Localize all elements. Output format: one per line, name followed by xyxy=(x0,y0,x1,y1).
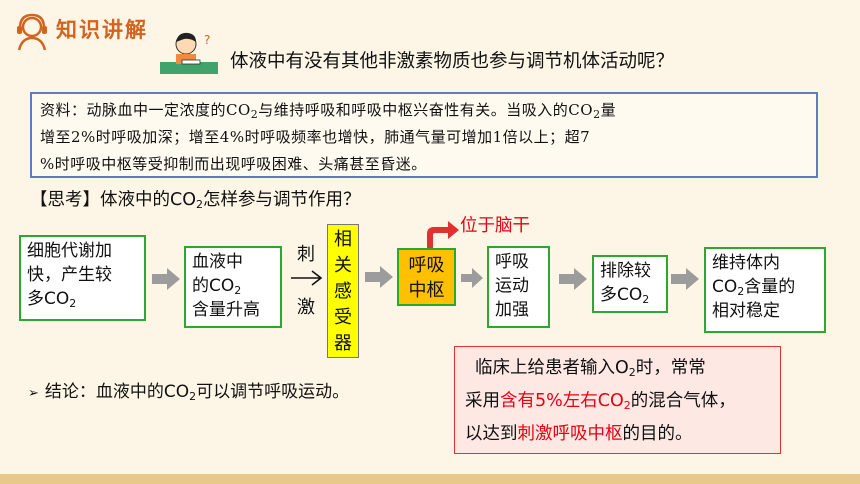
stimulate-char-1: 刺 xyxy=(297,244,315,265)
brainstem-note: 位于脑干 xyxy=(460,216,530,236)
clinical-note-box: 临床上给患者输入O2时，常常 采用含有5%左右CO2的混合气体， 以达到刺激呼吸… xyxy=(454,346,781,454)
arrow-icon xyxy=(559,268,587,290)
clinical-line-3: 以达到刺激呼吸中枢的目的。 xyxy=(465,424,693,444)
flow-box-stability: 维持体内 CO2含量的 相对稳定 xyxy=(704,247,826,333)
page-title: 知识讲解 xyxy=(56,17,148,42)
material-line-2: 增至2%时呼吸加深；增至4%时呼吸频率也增快，肺通气量可增加1倍以上；超7 xyxy=(40,128,591,146)
material-box: 资料：动脉血中一定浓度的CO2与维持呼吸和呼吸中枢兴奋性有关。当吸入的CO2量 … xyxy=(30,92,818,178)
stimulate-char-2: 激 xyxy=(297,297,315,318)
respiratory-center-box: 呼吸 中枢 xyxy=(397,248,456,306)
bottom-frame xyxy=(0,474,860,484)
material-line-1: 资料：动脉血中一定浓度的CO2与维持呼吸和呼吸中枢兴奋性有关。当吸入的CO2量 xyxy=(40,101,617,121)
arrow-icon xyxy=(291,270,323,286)
studying-kid-icon: ? xyxy=(160,32,218,74)
arrow-icon xyxy=(152,268,180,290)
receptor-box: 相 关 感 受 器 xyxy=(327,224,359,358)
flow-box-exhaust: 排除较 多CO2 xyxy=(592,255,668,313)
question-text: 体液中有没有其他非激素物质也参与调节机体活动呢？ xyxy=(230,51,675,72)
flow-box-breathing: 呼吸 运动 加强 xyxy=(487,246,550,328)
arrow-icon xyxy=(461,268,483,288)
conclusion-text: ➢结论：血液中的CO2可以调节呼吸运动。 xyxy=(28,382,350,403)
flow-box-metabolism: 细胞代谢加 快，产生较 多CO2 xyxy=(19,235,146,321)
arrow-icon xyxy=(671,268,699,290)
svg-text:?: ? xyxy=(204,33,210,47)
clinical-line-2: 采用含有5%左右CO2的混合气体， xyxy=(465,391,736,412)
clinical-line-1: 临床上给患者输入O2时，常常 xyxy=(475,358,706,379)
bent-arrow-icon xyxy=(427,221,459,249)
material-line-3: %时呼吸中枢等受抑制而出现呼吸困难、头痛甚至昏迷。 xyxy=(40,155,427,173)
arrow-icon xyxy=(365,266,393,288)
flow-box-blood-co2: 血液中 的CO2 含量升高 xyxy=(184,246,282,328)
think-question: 【思考】体液中的CO2怎样参与调节作用？ xyxy=(30,190,361,211)
teacher-headset-icon xyxy=(17,13,47,51)
